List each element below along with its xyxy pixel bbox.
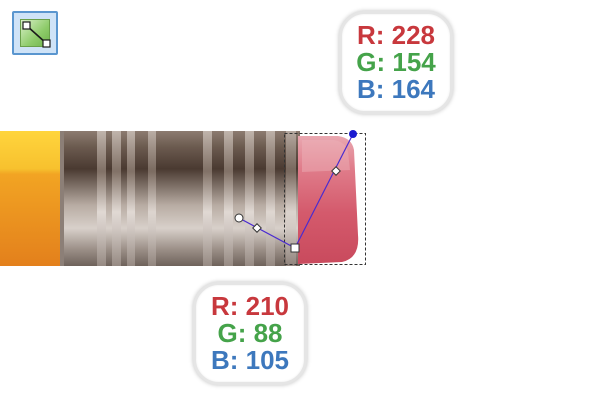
bezier-tool-button[interactable] bbox=[12, 11, 58, 55]
pencil-body bbox=[0, 131, 66, 266]
green-value: G: 154 bbox=[356, 47, 436, 77]
path-segment-line bbox=[294, 133, 354, 249]
green-value: G: 88 bbox=[217, 318, 283, 348]
red-value: R: 210 bbox=[210, 291, 290, 321]
red-value: R: 228 bbox=[356, 20, 436, 50]
eraser-highlight bbox=[302, 140, 350, 172]
pencil-eraser[interactable] bbox=[298, 136, 359, 264]
bezier-handle-start[interactable] bbox=[234, 213, 244, 223]
midpoint-node-right[interactable] bbox=[331, 166, 341, 176]
midpoint-node-left[interactable] bbox=[252, 223, 262, 233]
corner-node-bottom[interactable] bbox=[290, 243, 300, 253]
blue-value: B: 164 bbox=[356, 74, 436, 104]
blue-value: B: 105 bbox=[210, 345, 290, 375]
gradient-end-handle[interactable] bbox=[349, 130, 357, 138]
path-handle-line bbox=[238, 217, 296, 249]
color-readout-bottom: R: 210 G: 88 B: 105 bbox=[193, 282, 307, 385]
pencil-ferrule bbox=[60, 131, 300, 266]
color-readout-top: R: 228 G: 154 B: 164 bbox=[339, 11, 453, 114]
selection-bounding-box[interactable] bbox=[284, 133, 366, 265]
bezier-node-tool-icon bbox=[22, 21, 51, 48]
